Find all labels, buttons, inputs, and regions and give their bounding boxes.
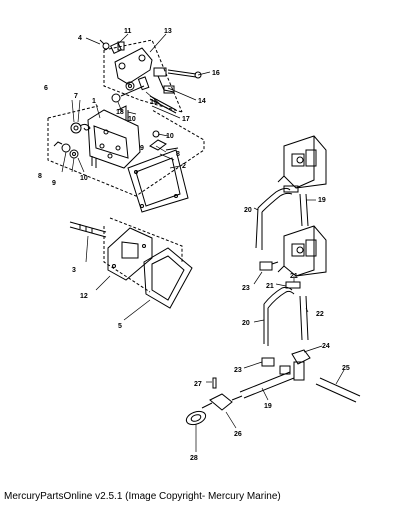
callout-8-left: 8 [38, 173, 42, 180]
callout-26: 26 [234, 431, 242, 438]
callout-8-right: 8 [176, 151, 180, 158]
callout-labels: 4 11 13 16 14 15 17 10 18 6 7 1 8 9 10 1… [38, 28, 350, 462]
callout-19-top: 19 [318, 197, 326, 204]
copyright-footer: MercuryPartsOnline v2.5.1 (Image Copyrig… [4, 491, 281, 502]
leader-lines [61, 33, 345, 452]
callout-3: 3 [72, 267, 76, 274]
adapter-plate-part-12 [107, 227, 153, 281]
callout-16: 16 [212, 70, 220, 77]
callout-10-right: 10 [166, 133, 174, 140]
callout-27: 27 [194, 381, 202, 388]
callout-7: 7 [74, 93, 78, 100]
stud-part-3 [69, 221, 107, 238]
callout-13: 13 [164, 28, 172, 35]
callout-9-left: 9 [52, 180, 56, 187]
callout-25: 25 [342, 365, 350, 372]
callout-18: 18 [116, 109, 124, 116]
callout-5: 5 [118, 323, 122, 330]
callout-10-top: 10 [128, 116, 136, 123]
primer-bulb-assembly [185, 377, 243, 426]
upper-carburetor [277, 135, 327, 189]
callout-23-top: 23 [242, 285, 250, 292]
callout-2: 2 [182, 163, 186, 170]
callout-20-top: 20 [244, 207, 252, 214]
callout-20-bottom: 20 [242, 320, 250, 327]
callout-1: 1 [92, 98, 96, 105]
lower-carburetor [277, 225, 327, 277]
fuel-hoses [239, 187, 361, 403]
callout-24: 24 [322, 343, 330, 350]
fittings [259, 185, 311, 381]
callout-15: 15 [150, 99, 158, 106]
callout-9-right: 9 [140, 145, 144, 152]
callout-12: 12 [80, 293, 88, 300]
callout-21-left: 21 [266, 283, 274, 290]
callout-22: 22 [316, 311, 324, 318]
gasket-part-5 [143, 247, 193, 309]
linkage-assembly [99, 39, 202, 114]
callout-17: 17 [182, 116, 190, 123]
callout-19-bottom: 19 [264, 403, 272, 410]
callout-28: 28 [190, 455, 198, 462]
callout-23-bottom: 23 [234, 367, 242, 374]
callout-21-right: 21 [290, 273, 298, 280]
gasket-part-2 [127, 149, 189, 213]
exploded-parts-diagram: 4 11 13 16 14 15 17 10 18 6 7 1 8 9 10 1… [38, 28, 361, 462]
callout-11: 11 [124, 28, 132, 35]
callout-14: 14 [198, 98, 206, 105]
callout-10-left: 10 [80, 175, 88, 182]
callout-6: 6 [44, 85, 48, 92]
callout-4: 4 [78, 35, 82, 42]
